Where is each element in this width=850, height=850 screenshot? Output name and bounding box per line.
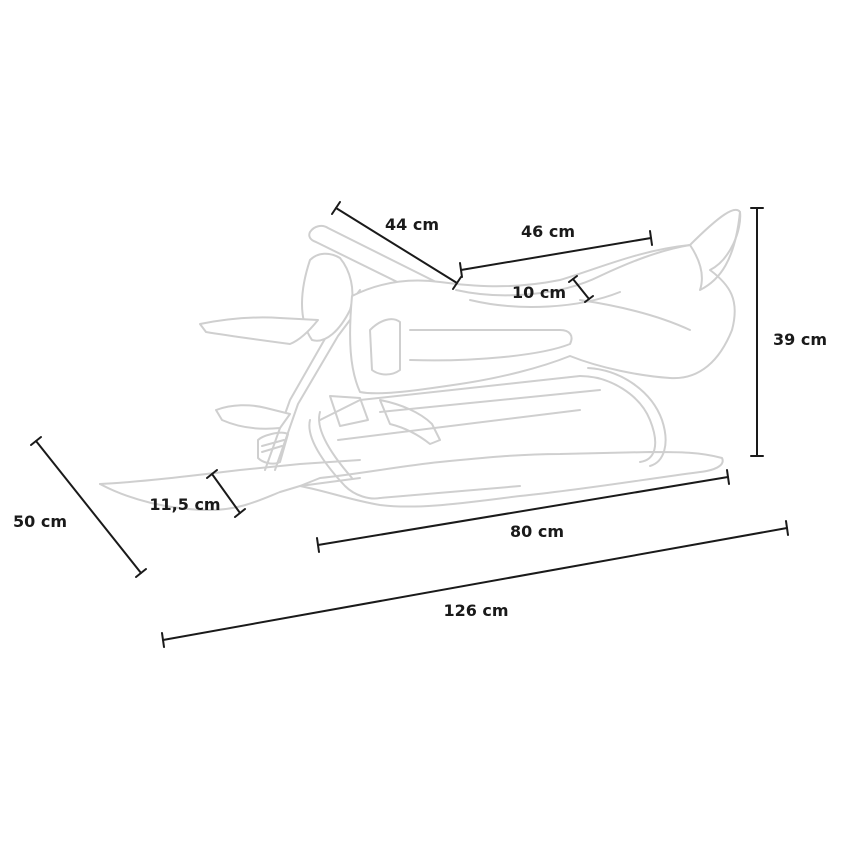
handlebar-label: 44 cm xyxy=(385,215,439,234)
overall-length-label: 126 cm xyxy=(443,601,508,620)
dimension-seat-length: 46 cm xyxy=(459,222,653,278)
dimension-handlebar: 44 cm xyxy=(331,201,462,290)
dimension-overall-length: 126 cm xyxy=(161,520,789,648)
dimension-height: 39 cm xyxy=(750,207,827,457)
dimension-width: 50 cm xyxy=(13,436,147,578)
dimension-seat-height: 10 cm xyxy=(512,275,594,303)
dimension-ski-height: 11,5 cm xyxy=(149,469,246,518)
runner-length-label: 80 cm xyxy=(510,522,564,541)
seat-length-label: 46 cm xyxy=(521,222,575,241)
width-label: 50 cm xyxy=(13,512,67,531)
snow-sled-illustration xyxy=(99,208,742,511)
ski-height-label: 11,5 cm xyxy=(149,495,220,514)
seat-height-label: 10 cm xyxy=(512,283,566,302)
height-label: 39 cm xyxy=(773,330,827,349)
dimension-runner-length: 80 cm xyxy=(316,469,730,553)
